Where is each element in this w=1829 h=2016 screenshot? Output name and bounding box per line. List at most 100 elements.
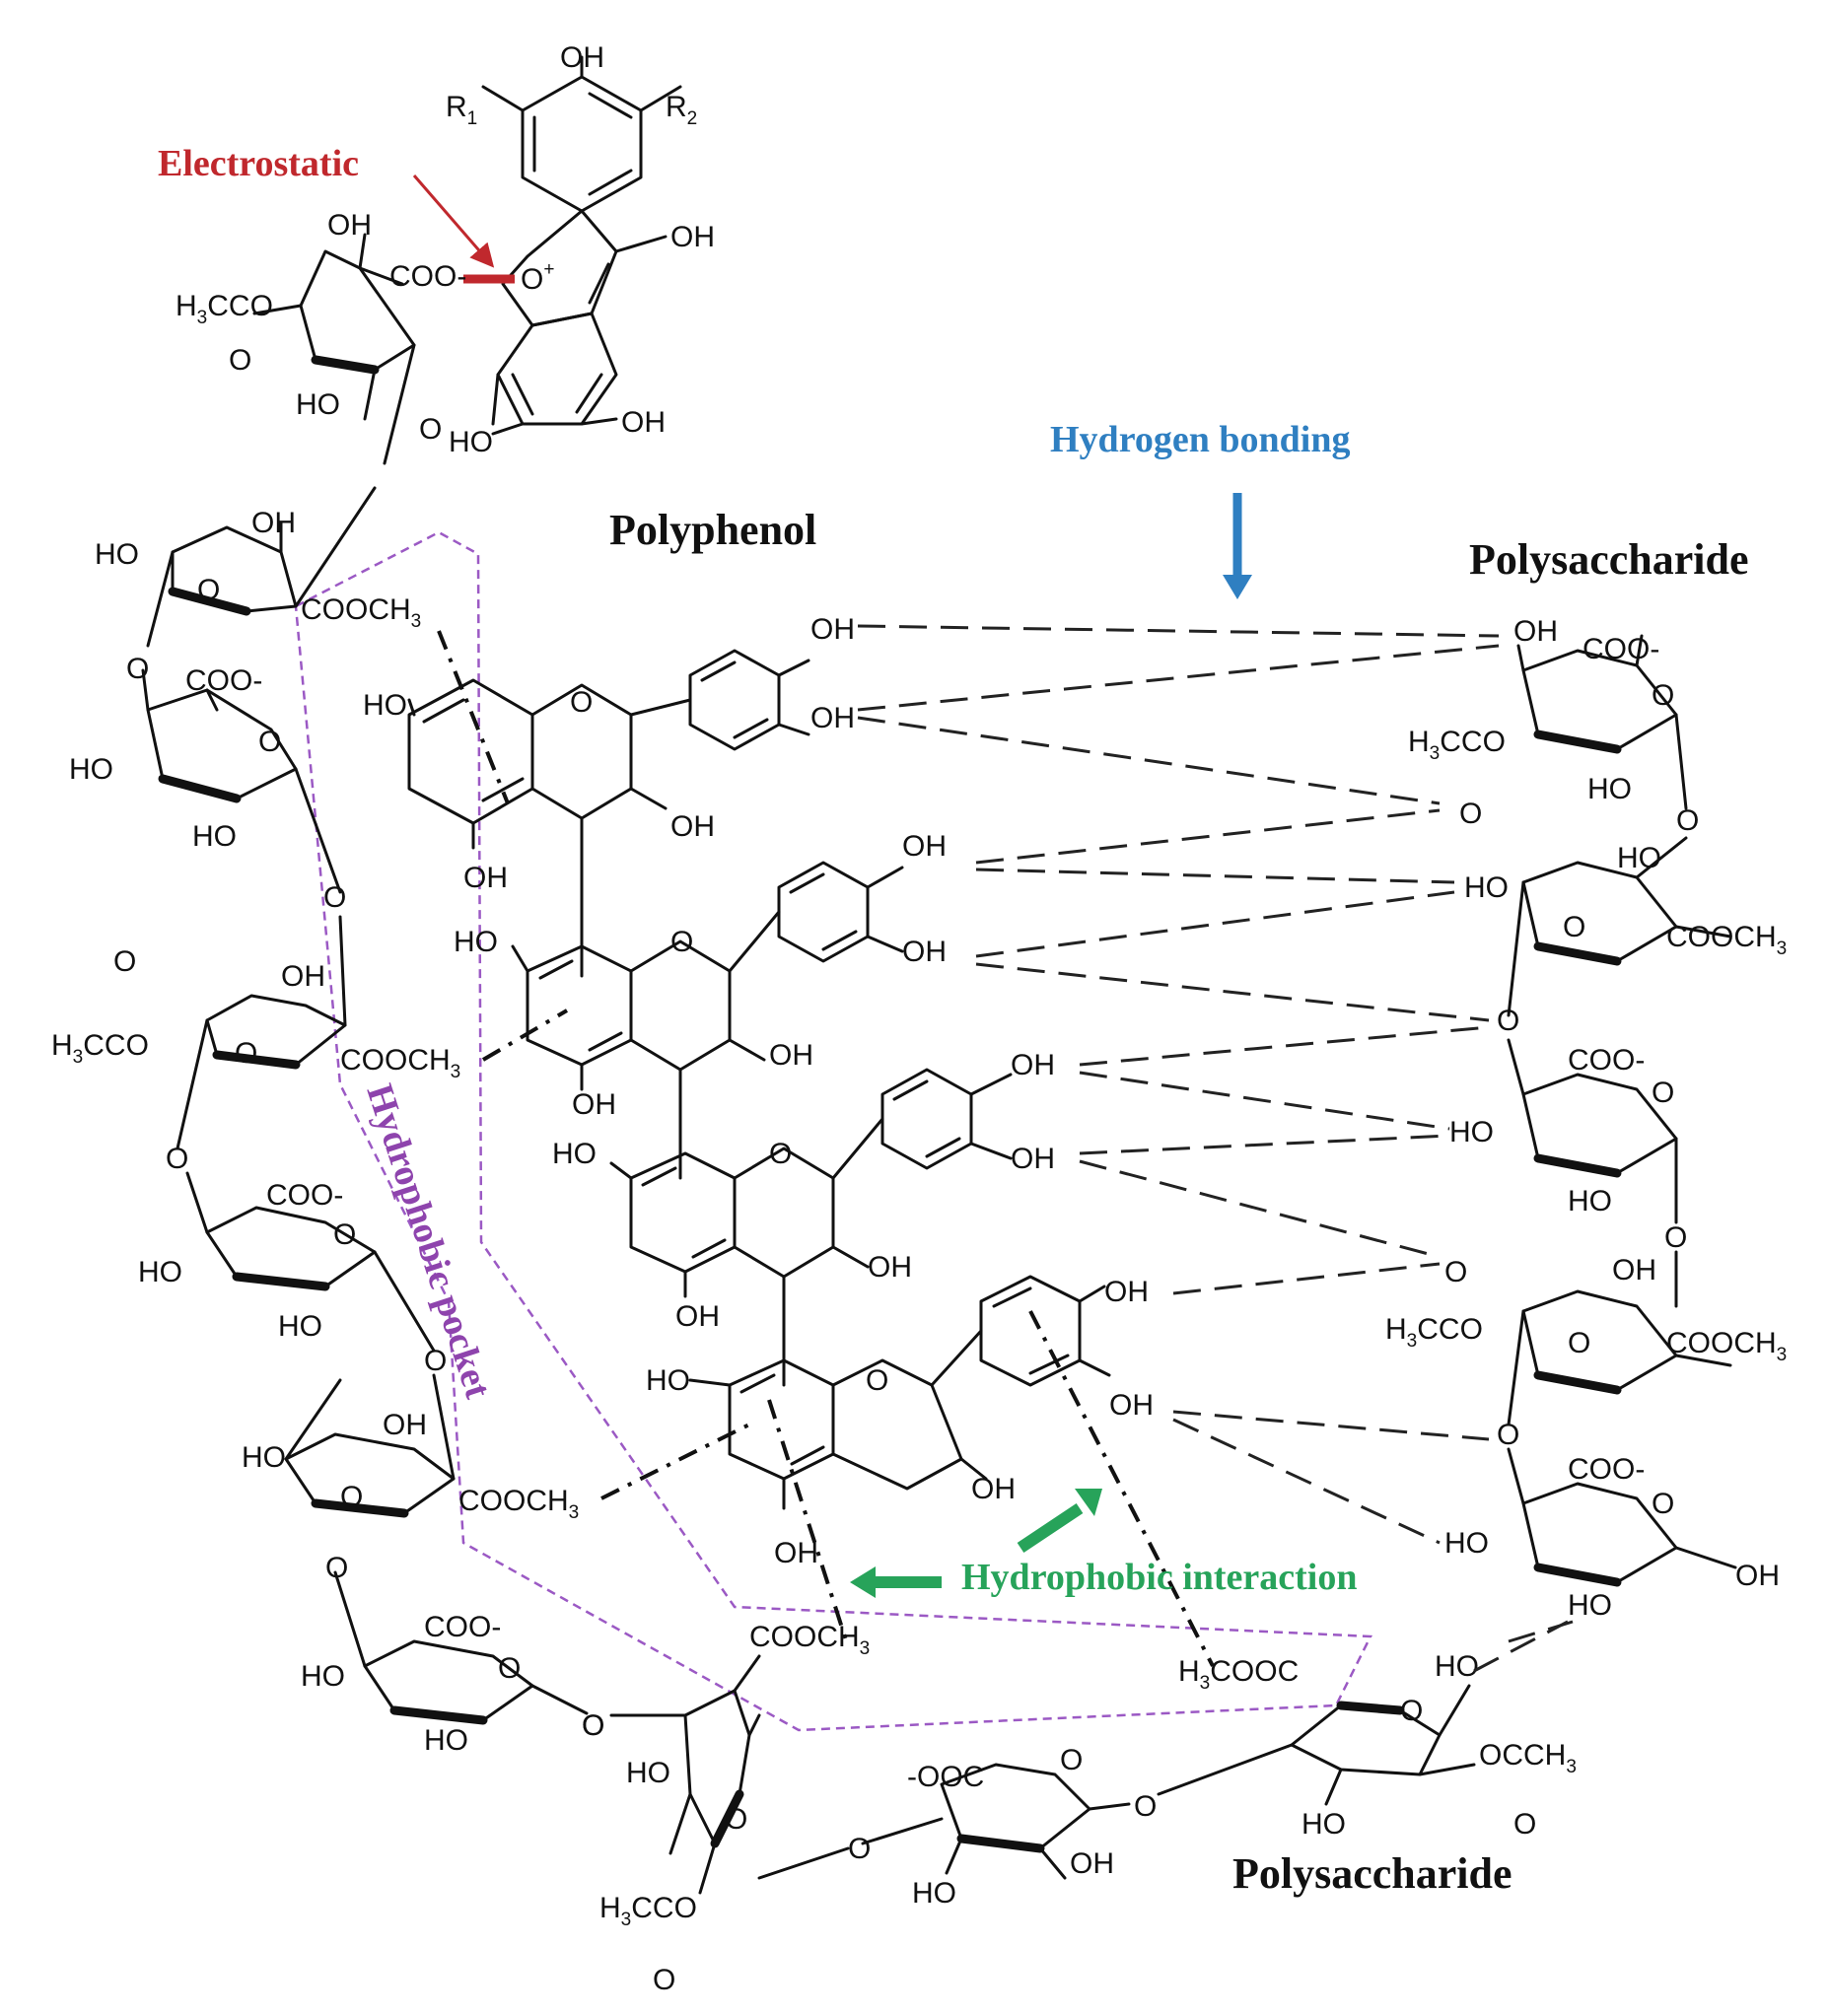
right-u2-ho2-label: HO [1464, 871, 1509, 904]
hydrophobic-interaction-arrow-up-head [1075, 1489, 1102, 1516]
hydrophobic-interaction-arrow-left-head [850, 1566, 876, 1598]
pc1-ring-o-label: O [570, 686, 593, 719]
pc3-c3-oh-label: OH [868, 1251, 912, 1284]
bottom-u3-carbonyl-o-label: O [1513, 1808, 1536, 1841]
electrostatic-arrow [412, 174, 495, 268]
hydrogen-bonding-label: Hydrogen bonding [1050, 419, 1350, 460]
hydrogen-bond-lines [857, 624, 1574, 1673]
hydrophobic-interaction-lines [437, 630, 1215, 1667]
a-ring-oh-label: OH [621, 406, 666, 439]
pc4-b-oh2-label: OH [1109, 1389, 1154, 1422]
hydrogen-bonding-arrow-head [1223, 575, 1252, 599]
pc3-b-oh1-label: OH [1011, 1049, 1055, 1081]
right-u1-glycosidic-o-label: O [1676, 804, 1699, 837]
right-u5-coo-label: COO- [1568, 1453, 1645, 1486]
pc4-b-oh1-label: OH [1104, 1276, 1149, 1308]
bottom-u1-ho-label: HO [626, 1757, 670, 1789]
right-u1-ho-label: HO [1587, 773, 1632, 805]
bottom-u1-carbonyl-o-label: O [653, 1964, 675, 1996]
pc1-a-oh-label: OH [463, 862, 508, 894]
a-ring-ho-label: HO [449, 426, 493, 458]
right-u3-glycosidic-o-label: O [1664, 1221, 1687, 1254]
right-u5-ho-label: HO [1444, 1527, 1489, 1560]
left-u3-glycosidic-o-label: O [323, 881, 346, 914]
right-u2-ho-label: HO [1617, 842, 1661, 874]
bottom-u1-glycosidic-o-label: O [848, 1833, 871, 1865]
left-u2-glycosidic-o-label: O [126, 653, 149, 685]
bottom-polysaccharide-chain [609, 1654, 1476, 1895]
pc4-ring-o-label: O [866, 1364, 888, 1397]
right-u3-ho2-label: HO [1568, 1185, 1612, 1217]
polysaccharide-right-label: Polysaccharide [1469, 535, 1749, 584]
pc2-ring-o-label: O [670, 926, 693, 958]
pc2-ho-label: HO [454, 926, 498, 958]
left-u2-ho-label: HO [95, 538, 139, 571]
bottom-u2-ho-label: HO [912, 1877, 956, 1910]
right-u1-coo-label: COO- [1583, 633, 1659, 665]
left-u3-coo-label: COO- [185, 664, 262, 697]
hydrophobic-pocket-outline [294, 530, 1372, 1732]
pc2-c3-oh-label: OH [769, 1039, 813, 1072]
bottom-u1-ring-o-label: O [725, 1803, 747, 1836]
left-u4-oh-label: OH [281, 960, 325, 993]
bottom-u2-glycosidic-o-label: O [1134, 1790, 1157, 1823]
r2-label: R2 [666, 91, 697, 129]
right-u4-oh-label: OH [1612, 1254, 1656, 1286]
bottom-u1-ester-label: COOCH3 [749, 1621, 870, 1659]
left-u3-ring-o-label: O [258, 726, 281, 758]
left-u6-glycosidic-o-label: O [325, 1552, 348, 1584]
left-polysaccharide-chain [141, 233, 589, 1725]
bottom-u3-acetyl-label: OCCH3 [1479, 1739, 1577, 1777]
left-u4-ring-o-label: O [235, 1037, 257, 1070]
c3-oh-label: OH [670, 221, 715, 253]
left-u2-oh-label: OH [251, 507, 296, 539]
left-u4-ester-label: COOCH3 [340, 1044, 460, 1082]
left-u1-oh-label: OH [327, 209, 372, 242]
right-u1-acetyl-label: H3CCO [1408, 726, 1506, 764]
right-u1-carbonyl-o-label: O [1459, 798, 1482, 830]
left-u7-ring-o-label: O [498, 1652, 521, 1685]
pc2-a-oh-label: OH [572, 1088, 616, 1121]
right-u3-coo-label: COO- [1568, 1044, 1645, 1077]
left-u1-carbonyl-o-label: O [229, 344, 251, 377]
left-u6-oh-label: OH [383, 1409, 427, 1441]
pc1-b-oh1-label: OH [810, 613, 855, 646]
polyphenol-label: Polyphenol [609, 506, 816, 554]
left-u5-ho2-label: HO [278, 1310, 322, 1343]
pc3-ho-label: HO [552, 1138, 597, 1170]
left-u1-acetyl-label: H3CCO [176, 290, 273, 328]
left-u4-carbonyl-o-label: O [113, 945, 136, 978]
bottom-u2-oh-label: OH [1070, 1847, 1114, 1880]
left-u7-ho-label: HO [301, 1660, 345, 1693]
right-u2-glycosidic-o-label: O [1497, 1005, 1519, 1037]
left-u3-ho-label: HO [69, 753, 113, 786]
left-u4-glycosidic-o-label: O [166, 1143, 188, 1175]
bottom-u2-carboxylate-label: -OOC [907, 1761, 984, 1793]
left-u1-coo-label: COO- [389, 260, 466, 293]
pc4-c3-oh-label: OH [971, 1473, 1016, 1505]
left-u6-ho-label: HO [242, 1441, 286, 1474]
left-u6-ring-o-label: O [340, 1481, 363, 1513]
left-u5-ring-o-label: O [333, 1218, 356, 1251]
anthocyanin-molecule [481, 55, 682, 436]
pc2-b-oh1-label: OH [902, 830, 947, 863]
right-u4-carbonyl-o-label: O [1444, 1256, 1467, 1288]
right-u5-ho2-label: HO [1568, 1589, 1612, 1622]
right-u3-ring-o-label: O [1652, 1077, 1674, 1109]
left-u6-ester-label: COOCH3 [458, 1485, 579, 1523]
flavylium-oxygen-label: O+ [521, 259, 554, 296]
left-u2-ring-o-label: O [197, 574, 220, 606]
bottom-u3-acetate-label: H3COOC [1178, 1655, 1299, 1694]
polysaccharide-bottom-label: Polysaccharide [1232, 1849, 1512, 1898]
electrostatic-label: Electrostatic [158, 143, 359, 184]
hydrophobic-interaction-arrow-up-shaft [1017, 1503, 1084, 1553]
bottom-u2-ring-o-label: O [1060, 1744, 1083, 1776]
left-u1-glycosidic-o-label: O [419, 413, 442, 446]
bottom-u3-ring-o-label: O [1400, 1695, 1423, 1727]
left-u5-glycosidic-o-label: O [424, 1345, 447, 1377]
right-u1-ring-o-label: O [1652, 679, 1674, 712]
left-u7-ho2-label: HO [424, 1724, 468, 1757]
left-u7-glycosidic-o-label: O [582, 1709, 604, 1742]
